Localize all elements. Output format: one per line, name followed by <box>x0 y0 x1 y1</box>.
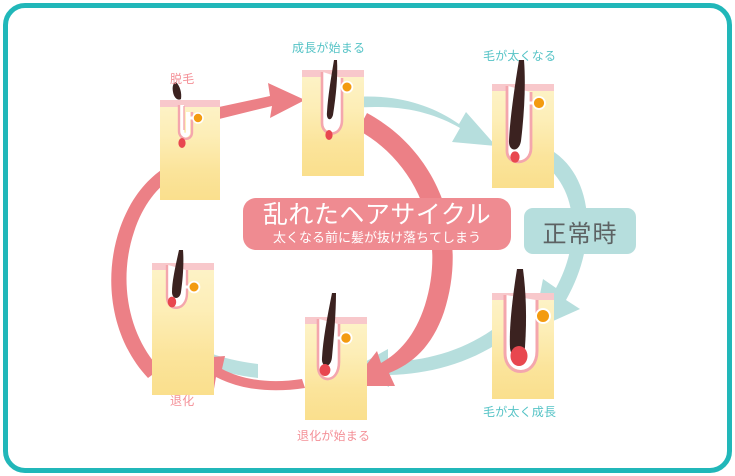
stage-label-hair-thickens: 毛が太くなる <box>483 49 557 63</box>
banner-subtitle: 太くなる前に髪が抜け落ちてしまう <box>272 230 481 245</box>
stage-label-shedding: 脱毛 <box>170 72 195 86</box>
arrow-pink-decline-to-shed <box>111 151 204 378</box>
follicle-growth-begins <box>320 60 354 140</box>
follicle-hair-thickens <box>505 60 546 164</box>
stage-label-growth-begins: 成長が始まる <box>292 41 366 55</box>
normal-cycle-label: 正常時 <box>542 220 618 248</box>
stage-label-regression: 退化 <box>170 394 195 408</box>
arrow-teal-growth-to-thicken <box>352 96 496 146</box>
arrow-teal-thicken-to-grow <box>533 150 588 330</box>
stage-label-grows-thick: 毛が太く成長 <box>483 405 557 419</box>
banner-title: 乱れたヘアサイクル <box>262 201 492 229</box>
arrow-teal-grow-to-regression <box>352 330 503 387</box>
arrow-pink-shed-to-growth <box>205 83 305 122</box>
arrow-pink-regression-to-decline <box>186 356 305 391</box>
follicle-grows-thick <box>503 269 551 373</box>
normal-cycle-box: 正常時 <box>524 208 636 254</box>
epidermis-band <box>160 100 220 107</box>
follicle-regression <box>165 250 201 309</box>
epidermis-band <box>305 317 367 324</box>
disrupted-cycle-banner: 乱れたヘアサイクル 太くなる前に髪が抜け落ちてしまう <box>243 198 511 250</box>
follicle-regression-begins <box>316 293 353 381</box>
stage-label-regression-begins: 退化が始まる <box>297 429 371 443</box>
follicle-shedding <box>172 82 204 148</box>
arrow-pink-growth-to-regression <box>350 113 453 386</box>
